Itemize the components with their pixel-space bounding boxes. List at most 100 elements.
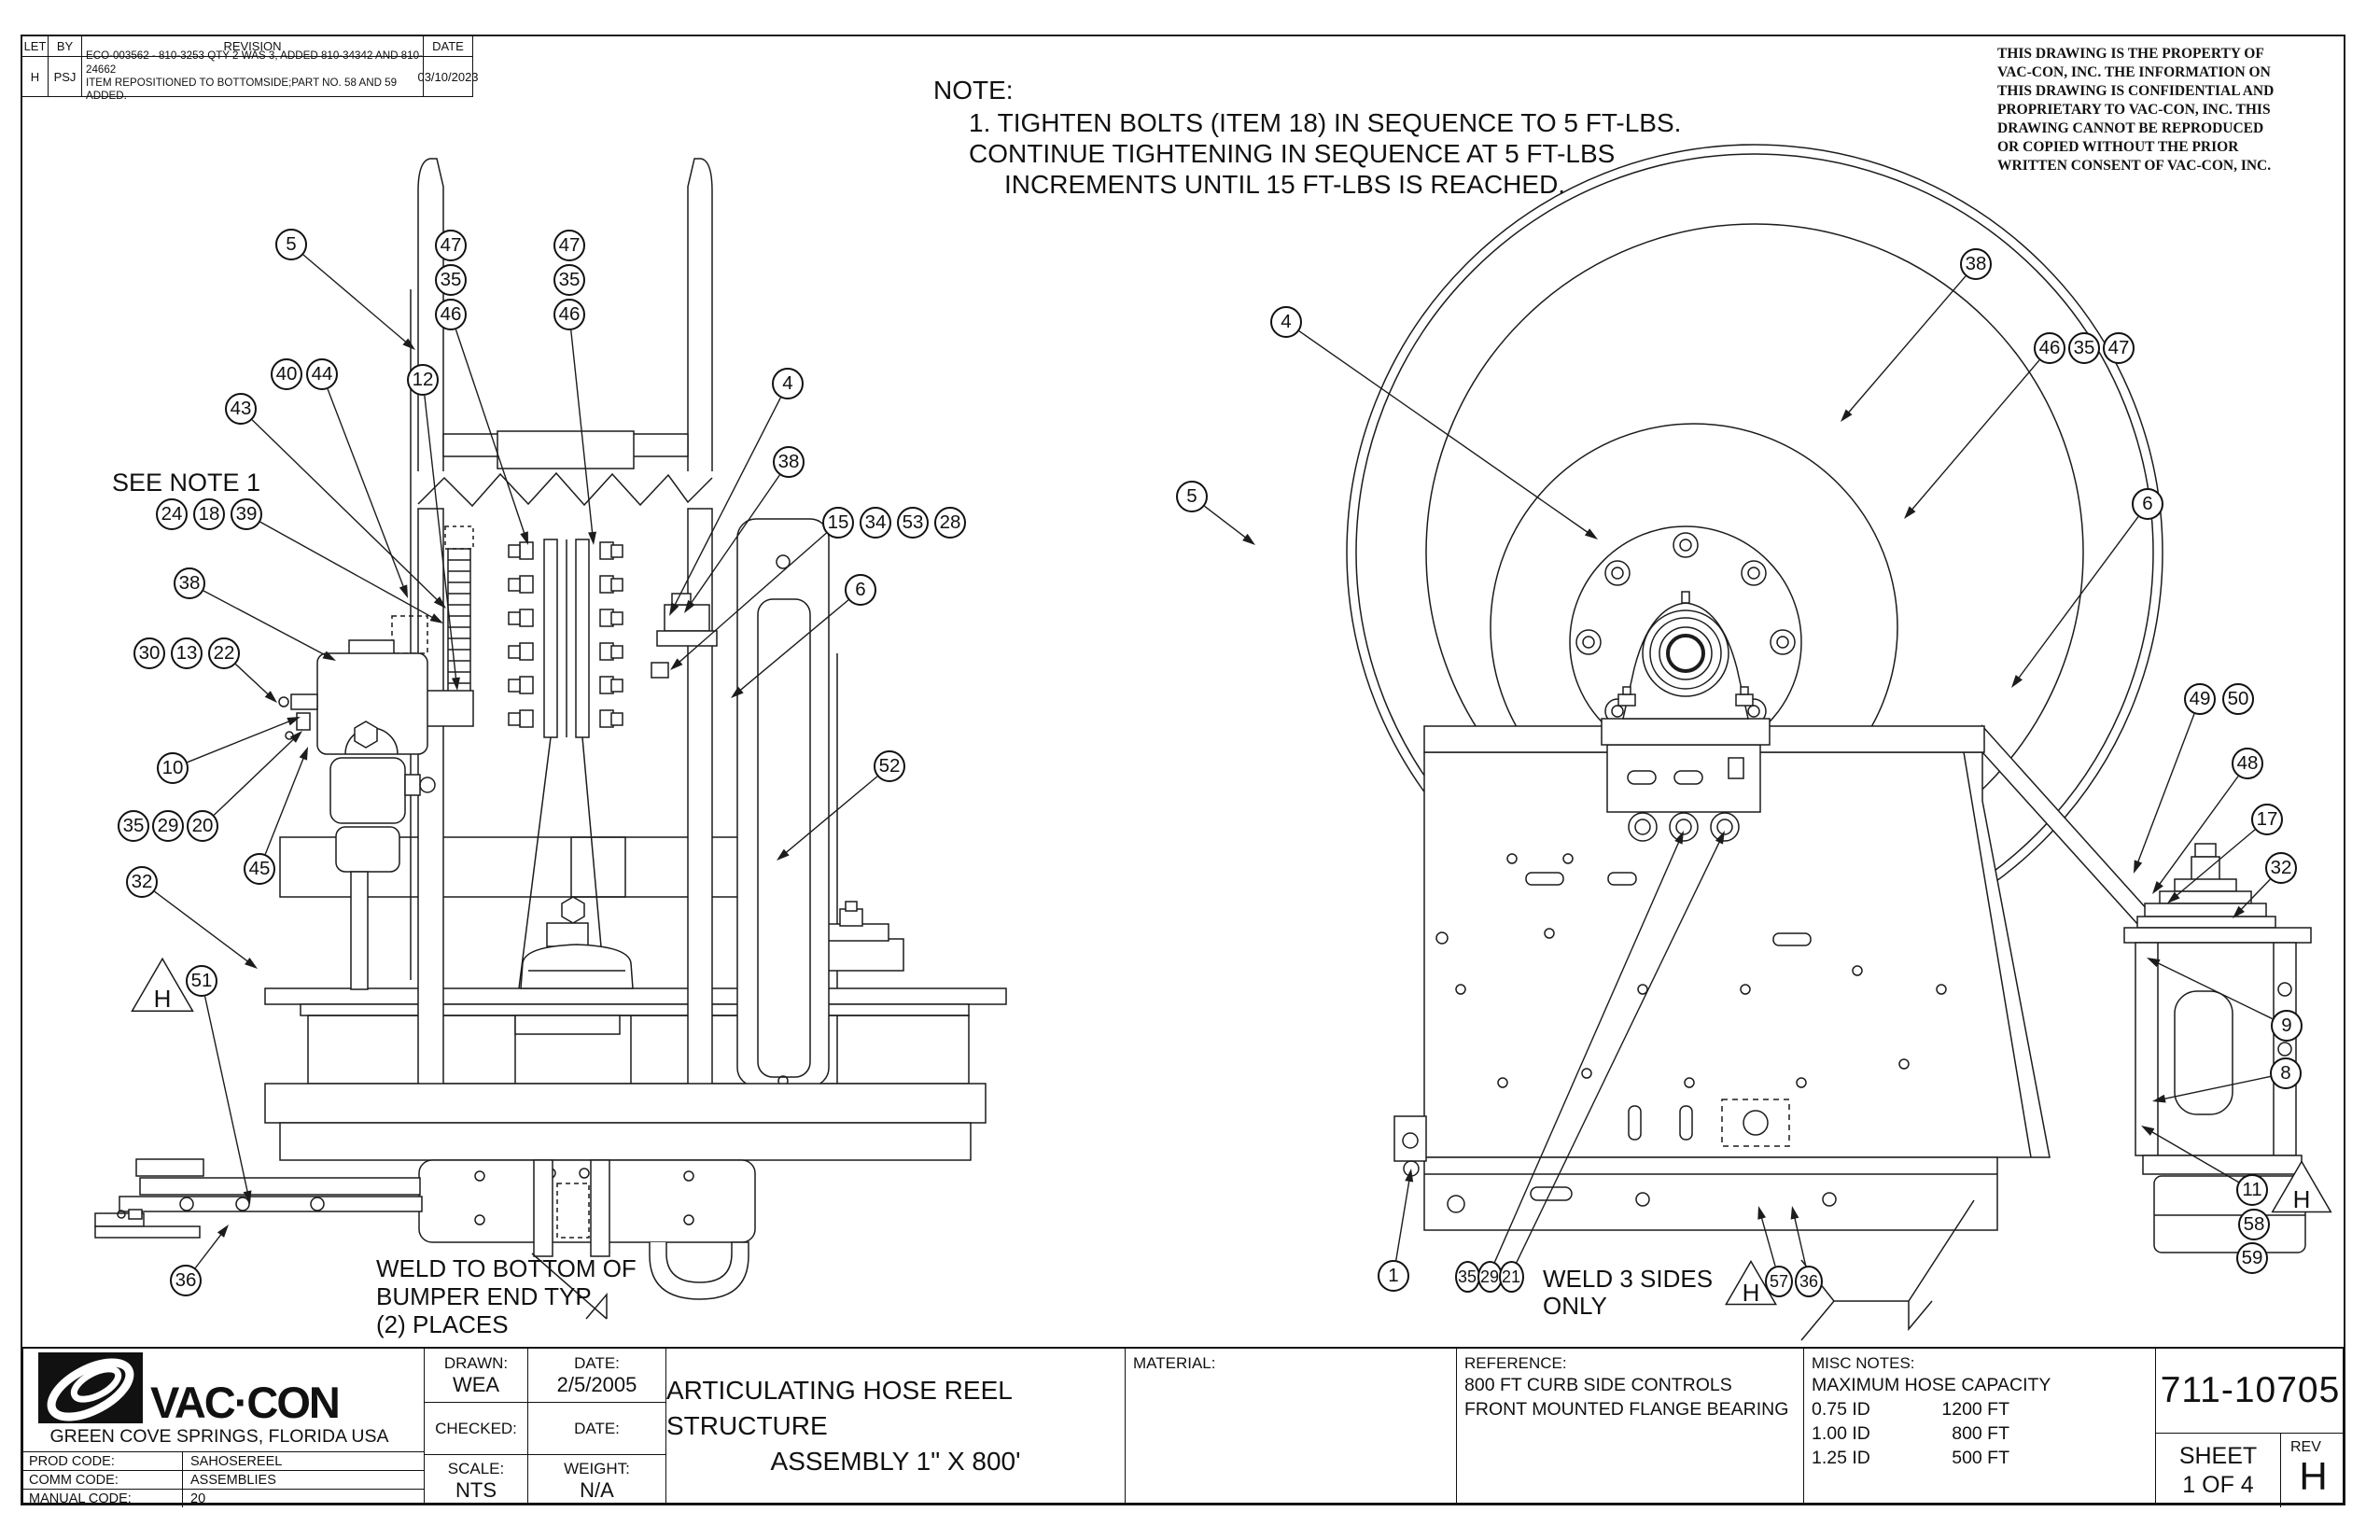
notice-line: VAC-CON, INC. THE INFORMATION ON	[1997, 64, 2271, 80]
revision-date: 03/10/2023	[417, 69, 479, 84]
rev-cell: REV H	[2280, 1434, 2345, 1507]
revision-by: PSJ	[49, 57, 82, 96]
balloon-item-32: 32	[126, 866, 158, 898]
balloon-item-13: 13	[171, 637, 203, 669]
balloon-item-5: 5	[275, 229, 307, 260]
balloon-item-36: 36	[1795, 1266, 1823, 1297]
balloon-item-22: 22	[208, 637, 240, 669]
svg-text:H: H	[2293, 1185, 2311, 1213]
balloon-item-44: 44	[306, 358, 338, 390]
balloon-item-57: 57	[1765, 1266, 1793, 1297]
balloon-item-35: 35	[118, 810, 149, 842]
drawing-title-cell: ARTICULATING HOSE REEL STRUCTURE ASSEMBL…	[665, 1349, 1125, 1503]
weight-value: N/A	[580, 1477, 614, 1502]
material-cell: MATERIAL:	[1125, 1349, 1456, 1503]
drawing-title-line1: ARTICULATING HOSE REEL STRUCTURE	[666, 1375, 1012, 1440]
balloon-item-58: 58	[2238, 1209, 2270, 1240]
revision-header-by: BY	[49, 36, 82, 56]
drawn-label: DRAWN:	[443, 1353, 509, 1372]
balloon-item-18: 18	[193, 498, 225, 530]
revision-header-let: LET	[22, 36, 49, 56]
balloon-item-47: 47	[435, 230, 467, 261]
balloon-item-52: 52	[874, 750, 905, 782]
part-number-cell: 711-10705 SHEET 1 OF 4 REV H	[2155, 1349, 2345, 1507]
notice-line: WRITTEN CONSENT OF VAC-CON, INC.	[1997, 158, 2272, 174]
reference-line: FRONT MOUNTED FLANGE BEARING	[1464, 1399, 1789, 1420]
balloon-item-46: 46	[435, 299, 467, 330]
balloon-item-47: 47	[2103, 332, 2135, 364]
balloon-item-17: 17	[2251, 804, 2283, 835]
code-row: MANUAL CODE:20	[23, 1490, 424, 1507]
balloon-item-6: 6	[2132, 488, 2163, 520]
balloon-item-46: 46	[2034, 332, 2065, 364]
balloon-item-35: 35	[435, 264, 467, 296]
balloon-item-34: 34	[860, 507, 891, 539]
balloon-item-24: 24	[156, 498, 188, 530]
balloon-item-9: 9	[2271, 1010, 2303, 1042]
weld-sides-line: ONLY	[1543, 1292, 1607, 1320]
balloon-item-6: 6	[845, 574, 876, 606]
reference-label: REFERENCE:	[1464, 1354, 1567, 1372]
vaccon-logo-icon	[38, 1352, 143, 1423]
checked-label: CHECKED:	[435, 1419, 517, 1437]
balloon-item-51: 51	[186, 965, 217, 997]
weld-bottom-line: (2) PLACES	[376, 1310, 509, 1338]
balloon-item-35: 35	[2068, 332, 2100, 364]
notice-line: THIS DRAWING IS THE PROPERTY OF	[1997, 46, 2264, 62]
revision-description: ECO-003562 - 810-3253 QTY 2 WAS 3, ADDED…	[82, 49, 424, 102]
note-block: NOTE: 1. TIGHTEN BOLTS (ITEM 18) IN SEQU…	[933, 75, 1681, 200]
material-label: MATERIAL:	[1133, 1354, 1216, 1372]
notice-line: PROPRIETARY TO VAC-CON, INC. THIS	[1997, 102, 2271, 118]
code-row: COMM CODE:ASSEMBLIES	[23, 1471, 424, 1490]
balloon-item-10: 10	[157, 752, 189, 784]
svg-text:H: H	[1743, 1279, 1760, 1307]
pedestal	[2123, 843, 2312, 1253]
weld-symbol-right	[1800, 1199, 1975, 1341]
balloon-item-15: 15	[822, 507, 854, 539]
balloon-item-32: 32	[2265, 852, 2297, 884]
logo-name: VAC·CON	[150, 1378, 341, 1427]
balloon-item-4: 4	[1270, 306, 1302, 338]
sheet-value: 1 OF 4	[2182, 1471, 2254, 1498]
balloon-item-12: 12	[407, 364, 439, 396]
sheet-border	[21, 35, 2345, 1505]
sheet-cell: SHEET 1 OF 4	[2156, 1434, 2280, 1507]
logo-cell: VAC·CON GREEN COVE SPRINGS, FLORIDA USA …	[23, 1349, 424, 1507]
property-notice: THIS DRAWING IS THE PROPERTY OF VAC-CON, …	[1997, 45, 2345, 175]
sheet-label: SHEET	[2178, 1442, 2258, 1469]
misc-heading: MAXIMUM HOSE CAPACITY	[1812, 1375, 2051, 1395]
balloon-item-35: 35	[1454, 1261, 1480, 1293]
note-title: NOTE:	[933, 76, 1014, 105]
misc-notes-cell: MISC NOTES: MAXIMUM HOSE CAPACITY 0.75 I…	[1803, 1349, 2155, 1503]
weld-symbol-left	[531, 1253, 608, 1320]
date-value: 2/5/2005	[556, 1372, 637, 1396]
notice-line: THIS DRAWING IS CONFIDENTIAL AND	[1997, 83, 2275, 99]
weld-sides-line: WELD 3 SIDES	[1543, 1265, 1714, 1293]
revision-line1: ECO-003562 - 810-3253 QTY 2 WAS 3, ADDED…	[86, 49, 423, 76]
drawn-value: WEA	[452, 1372, 500, 1396]
balloon-item-8: 8	[2270, 1057, 2302, 1089]
weld-bottom-line: WELD TO BOTTOM OF	[376, 1254, 637, 1282]
note-line: CONTINUE TIGHTENING IN SEQUENCE AT 5 FT-…	[969, 139, 1616, 168]
balloon-item-36: 36	[170, 1265, 202, 1296]
part-number: 711-10705	[2160, 1370, 2341, 1410]
balloon-item-47: 47	[553, 230, 585, 261]
balloon-item-5: 5	[1176, 481, 1208, 512]
balloon-item-45: 45	[244, 853, 275, 885]
leader-lines	[154, 254, 2274, 1268]
misc-label: MISC NOTES:	[1812, 1354, 1915, 1372]
notice-line: OR COPIED WITHOUT THE PRIOR	[1997, 139, 2239, 155]
logo-city: GREEN COVE SPRINGS, FLORIDA USA	[49, 1426, 389, 1447]
revision-header-date: DATE	[432, 39, 464, 53]
flag-notes: HHH	[131, 957, 2332, 1307]
see-note-label: SEE NOTE 1	[112, 469, 261, 497]
revision-table: LET BY REVISION DATE H PSJ ECO-003562 - …	[21, 35, 479, 102]
rev-value: H	[2299, 1454, 2328, 1498]
drawing-title-line2: ASSEMBLY 1" X 800'	[770, 1446, 1021, 1476]
balloon-item-39: 39	[231, 498, 262, 530]
